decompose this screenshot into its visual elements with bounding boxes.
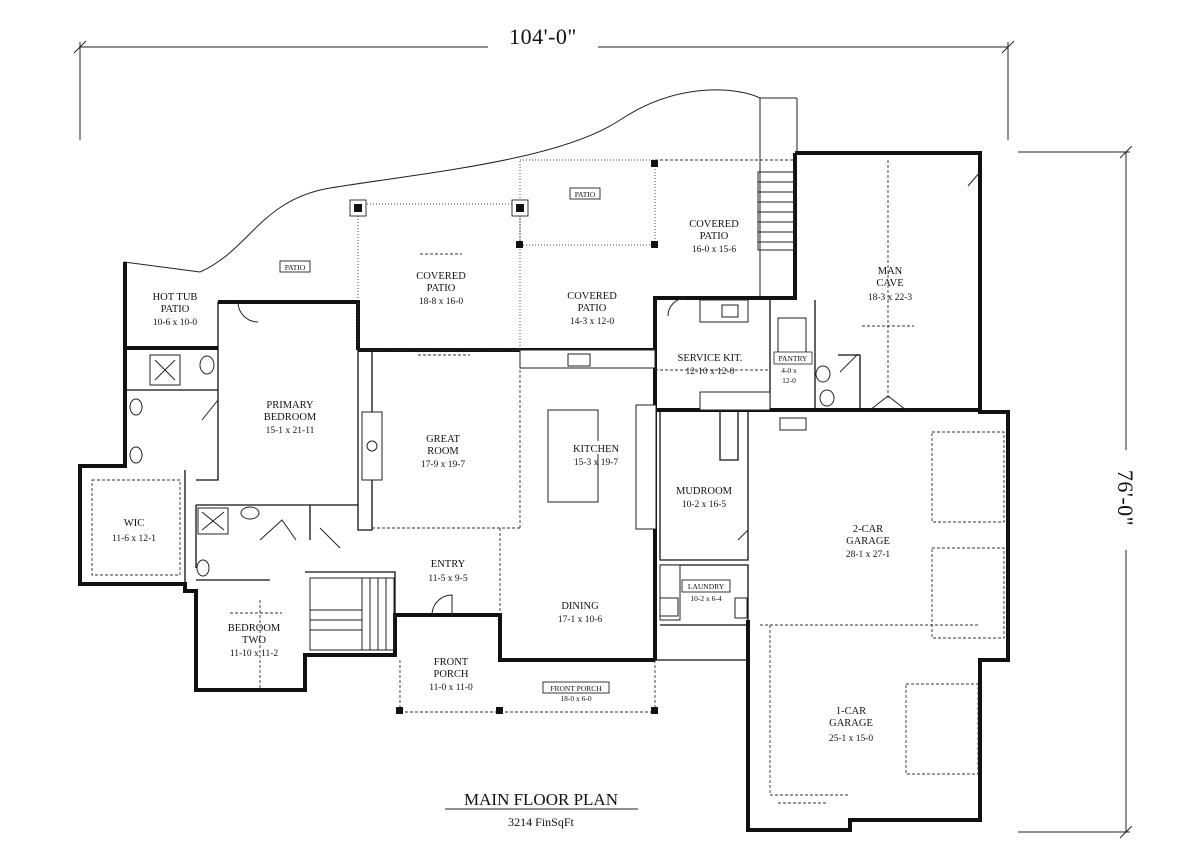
room-man-cave: MAN CAVE 18-3 x 22-3 xyxy=(868,266,913,303)
room-dim: 11-0 x 11-0 xyxy=(429,683,473,693)
room-name: PATIO xyxy=(575,190,596,199)
width-dimension: 104'-0" xyxy=(73,24,1015,140)
plan-title-sub: 3214 FinSqFt xyxy=(508,815,574,829)
room-name: LAUNDRY xyxy=(688,582,725,591)
room-name-line2: BEDROOM xyxy=(264,412,317,423)
depth-dimension: 76'-0" xyxy=(1018,145,1140,839)
room-mudroom: MUDROOM 10-2 x 16-5 xyxy=(676,486,733,510)
room-great-room: GREAT ROOM 17-9 x 19-7 xyxy=(421,434,466,470)
room-name-line2: PORCH xyxy=(433,669,468,680)
room-patio-left: PATIO xyxy=(279,260,311,273)
plan-title: MAIN FLOOR PLAN 3214 FinSqFt xyxy=(445,790,638,829)
room-name: DINING xyxy=(561,601,599,612)
room-name: MUDROOM xyxy=(676,486,733,497)
garage-doors xyxy=(905,431,1005,775)
room-dim: 18-8 x 16-0 xyxy=(419,297,464,307)
room-name-line2: CAVE xyxy=(876,278,903,289)
room-bedroom-two: BEDROOM TWO 11-10 x 11-2 xyxy=(228,623,281,659)
room-entry: ENTRY 11-5 x 9-5 xyxy=(428,559,467,584)
room-dim: 28-1 x 27-1 xyxy=(846,550,891,560)
room-covered-patio-right: COVERED PATIO 14-3 x 12-0 xyxy=(567,291,617,327)
room-wic: WIC 11-6 x 12-1 xyxy=(112,518,156,544)
room-name: PRIMARY xyxy=(266,400,314,411)
room-dim: 10-2 x 16-5 xyxy=(682,500,727,510)
room-kitchen: KITCHEN 15-3 x 19-7 xyxy=(570,441,620,468)
room-name-line2: GARAGE xyxy=(846,536,890,547)
room-name: BEDROOM xyxy=(228,623,281,634)
room-dim: 15-3 x 19-7 xyxy=(574,458,619,468)
interior-walls xyxy=(126,298,861,661)
room-dim: 12-10 x 12-0 xyxy=(685,367,734,377)
stairs-right xyxy=(757,98,798,298)
room-name-line2: PATIO xyxy=(161,304,190,315)
room-dim: 18-0 x 6-0 xyxy=(560,694,591,703)
plan-title-main: MAIN FLOOR PLAN xyxy=(464,790,618,809)
room-laundry: LAUNDRY 10-2 x 6-4 xyxy=(681,579,731,603)
room-dim: 10-6 x 10-0 xyxy=(153,318,198,328)
room-name-line2: PATIO xyxy=(578,303,607,314)
patio-outline xyxy=(199,89,761,273)
posts xyxy=(349,160,658,714)
room-dim: 17-9 x 19-7 xyxy=(421,460,466,470)
room-primary-bedroom: PRIMARY BEDROOM 15-1 x 21-11 xyxy=(264,400,317,436)
room-name: FRONT PORCH xyxy=(550,684,602,693)
kitchen-fixtures xyxy=(361,299,807,621)
room-covered-patio-center: COVERED PATIO 18-8 x 16-0 xyxy=(416,271,466,307)
room-name-line2: PATIO xyxy=(427,283,456,294)
room-dining: DINING 17-1 x 10-6 xyxy=(558,601,603,625)
room-name: 2-CAR xyxy=(853,524,883,535)
ceiling-arrows xyxy=(230,253,914,804)
room-dim-line2: 12-0 xyxy=(782,376,796,385)
room-name-line2: PATIO xyxy=(700,231,729,242)
room-patio-top: PATIO xyxy=(569,187,601,200)
room-name: PANTRY xyxy=(779,354,808,363)
room-dim: 10-2 x 6-4 xyxy=(690,594,721,603)
room-name: SERVICE KIT. xyxy=(678,353,743,364)
room-dim: 14-3 x 12-0 xyxy=(570,317,615,327)
room-covered-patio-top: COVERED PATIO 16-0 x 15-6 xyxy=(689,219,739,255)
room-name-line2: TWO xyxy=(242,635,266,646)
room-name: GREAT xyxy=(426,434,460,445)
door-swings xyxy=(201,171,981,616)
depth-dimension-label: 76'-0" xyxy=(1113,470,1138,526)
room-dim: 11-5 x 9-5 xyxy=(428,574,467,584)
room-service-kitchen: SERVICE KIT. 12-10 x 12-0 xyxy=(678,353,743,377)
room-pantry: PANTRY 4-0 x 12-0 xyxy=(773,351,813,385)
room-name: PATIO xyxy=(285,263,306,272)
room-dim: 18-3 x 22-3 xyxy=(868,293,913,303)
room-name: HOT TUB xyxy=(153,292,198,303)
room-dim: 11-6 x 12-1 xyxy=(112,534,156,544)
room-name: COVERED xyxy=(416,271,466,282)
dashed-lines xyxy=(259,159,980,796)
room-dim: 16-0 x 15-6 xyxy=(692,245,737,255)
kitchen-island xyxy=(547,409,599,503)
room-name: ENTRY xyxy=(431,559,466,570)
room-front-porch: FRONT PORCH 11-0 x 11-0 xyxy=(429,657,473,693)
room-name: COVERED xyxy=(689,219,739,230)
room-dim: 11-10 x 11-2 xyxy=(230,649,279,659)
room-name: WIC xyxy=(124,518,144,529)
room-two-car-garage: 2-CAR GARAGE 28-1 x 27-1 xyxy=(846,524,891,560)
room-dim: 17-1 x 10-6 xyxy=(558,615,603,625)
room-hot-tub-patio: HOT TUB PATIO 10-6 x 10-0 xyxy=(153,292,198,328)
room-name: FRONT xyxy=(434,657,469,668)
room-dim: 4-0 x xyxy=(781,366,797,375)
room-name: KITCHEN xyxy=(573,444,619,455)
room-name-line2: GARAGE xyxy=(829,718,873,729)
room-name-line2: ROOM xyxy=(427,446,459,457)
room-dim: 15-1 x 21-11 xyxy=(266,426,315,436)
room-name: 1-CAR xyxy=(836,706,866,717)
room-name: COVERED xyxy=(567,291,617,302)
width-dimension-label: 104'-0" xyxy=(509,24,577,49)
room-dim: 25-1 x 15-0 xyxy=(829,734,874,744)
stairs-left xyxy=(309,577,395,651)
room-one-car-garage: 1-CAR GARAGE 25-1 x 15-0 xyxy=(829,706,874,744)
room-name: MAN xyxy=(878,266,903,277)
room-front-porch-strip: FRONT PORCH 18-0 x 6-0 xyxy=(542,681,610,703)
